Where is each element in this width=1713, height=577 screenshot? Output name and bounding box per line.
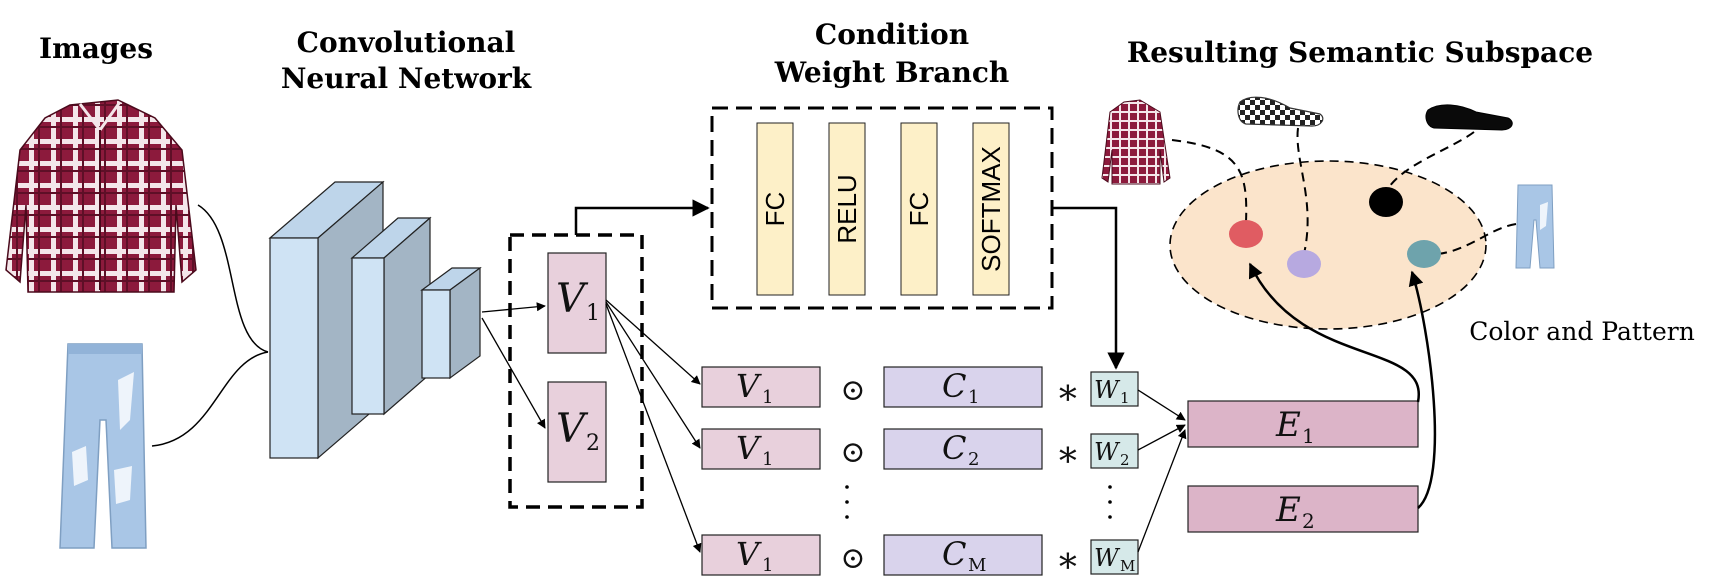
header-cwb-line1: Condition xyxy=(815,18,969,51)
shirt-to-cnn-curve xyxy=(197,204,269,353)
svg-text:W: W xyxy=(1094,544,1121,572)
wm-to-e1-arrow xyxy=(1137,429,1187,553)
jeans-leader-line xyxy=(1437,223,1517,255)
shirt-thumbnail xyxy=(1101,99,1171,185)
v1-box: V 1 xyxy=(547,252,607,354)
svg-text:W: W xyxy=(1094,376,1121,404)
row-1: V 1 ⊙ C 1 ∗ W 1 xyxy=(701,366,1139,413)
multiply-operator: ∗ xyxy=(1056,434,1080,475)
svg-text:M: M xyxy=(968,555,986,576)
svg-text:SOFTMAX: SOFTMAX xyxy=(976,146,1006,272)
header-cnn-line2: Neural Network xyxy=(281,62,532,95)
layer-relu: RELU xyxy=(828,122,866,296)
v2-box: V 2 xyxy=(547,381,607,483)
black-shoe-leader-line xyxy=(1385,131,1475,193)
hadamard-operator: ⊙ xyxy=(840,435,865,470)
e2-to-subspace-arrow xyxy=(1408,270,1437,509)
hadamard-operator: ⊙ xyxy=(840,541,865,576)
layer-softmax: SOFTMAX xyxy=(972,122,1010,296)
svg-text:M: M xyxy=(1120,557,1135,575)
svg-text:FC: FC xyxy=(904,192,934,227)
v1-to-row1-arrow xyxy=(605,299,701,385)
black-shoe-thumbnail xyxy=(1425,104,1513,131)
w1-to-e1-arrow xyxy=(1137,389,1186,421)
point-black xyxy=(1369,187,1403,217)
header-subspace: Resulting Semantic Subspace xyxy=(1127,36,1593,69)
w2-to-e1-arrow xyxy=(1137,424,1186,451)
cnn-block-2 xyxy=(350,216,432,416)
svg-text:W: W xyxy=(1094,438,1121,466)
header-images: Images xyxy=(39,32,153,65)
svg-text:V: V xyxy=(736,429,762,467)
svg-text:2: 2 xyxy=(968,449,979,470)
svg-text:2: 2 xyxy=(1120,451,1130,469)
multiply-operator: ∗ xyxy=(1056,540,1080,577)
branch-to-w1-arrow xyxy=(1052,206,1125,370)
svg-text:1: 1 xyxy=(1120,389,1130,407)
svg-text:C: C xyxy=(942,429,966,467)
semantic-subspace-ellipse xyxy=(1169,160,1487,330)
svg-text:C: C xyxy=(942,535,966,573)
cnn-to-v2-arrow xyxy=(481,317,546,429)
svg-text:1: 1 xyxy=(586,301,600,326)
svg-text:2: 2 xyxy=(586,431,600,456)
shirt-leader-line xyxy=(1171,139,1248,223)
shirt-image xyxy=(5,99,197,293)
v1-to-rowm-arrow xyxy=(605,303,702,553)
svg-text:V: V xyxy=(736,535,762,573)
header-cwb-line2: Weight Branch xyxy=(774,56,1010,89)
jeans-thumbnail xyxy=(1515,184,1555,269)
svg-text:E: E xyxy=(1275,405,1301,445)
svg-text:C: C xyxy=(942,367,966,405)
svg-text:1: 1 xyxy=(1302,424,1315,448)
cnn-to-v1-arrow xyxy=(481,302,546,313)
subspace-label: Color and Pattern xyxy=(1469,317,1695,346)
svg-text:1: 1 xyxy=(762,555,773,576)
layer-fc-2: FC xyxy=(900,122,938,296)
svg-text:V: V xyxy=(736,367,762,405)
svg-text:1: 1 xyxy=(762,449,773,470)
output-e2: E 2 xyxy=(1187,485,1419,533)
v1-to-branch-arrow xyxy=(574,199,710,235)
svg-text:2: 2 xyxy=(1302,509,1315,533)
svg-text:RELU: RELU xyxy=(832,174,862,243)
jeans-to-cnn-curve xyxy=(151,351,269,447)
hadamard-operator: ⊙ xyxy=(840,373,865,408)
v1-to-row2-arrow xyxy=(605,301,701,449)
output-e1: E 1 xyxy=(1187,400,1419,448)
row-m: V 1 ⊙ C M ∗ W M xyxy=(701,534,1139,577)
svg-text:V: V xyxy=(556,276,589,322)
svg-text:V: V xyxy=(556,406,589,452)
svg-text:E: E xyxy=(1275,490,1301,530)
row-ellipsis xyxy=(845,485,1112,519)
layer-fc-1: FC xyxy=(756,122,794,296)
svg-text:1: 1 xyxy=(762,387,773,408)
cnn-block-3 xyxy=(420,266,482,380)
header-cnn-line1: Convolutional xyxy=(297,26,516,59)
e1-to-subspace-arrow xyxy=(1248,262,1420,403)
svg-text:FC: FC xyxy=(760,192,790,227)
point-lavender xyxy=(1287,250,1321,278)
checkered-shoe-thumbnail xyxy=(1237,96,1324,127)
svg-text:1: 1 xyxy=(968,387,979,408)
point-teal xyxy=(1407,240,1441,268)
multiply-operator: ∗ xyxy=(1056,372,1080,413)
row-2: V 1 ⊙ C 2 ∗ W 2 xyxy=(701,428,1139,475)
checkered-shoe-leader-line xyxy=(1296,127,1309,255)
point-red xyxy=(1229,220,1263,248)
jeans-image xyxy=(59,343,147,549)
